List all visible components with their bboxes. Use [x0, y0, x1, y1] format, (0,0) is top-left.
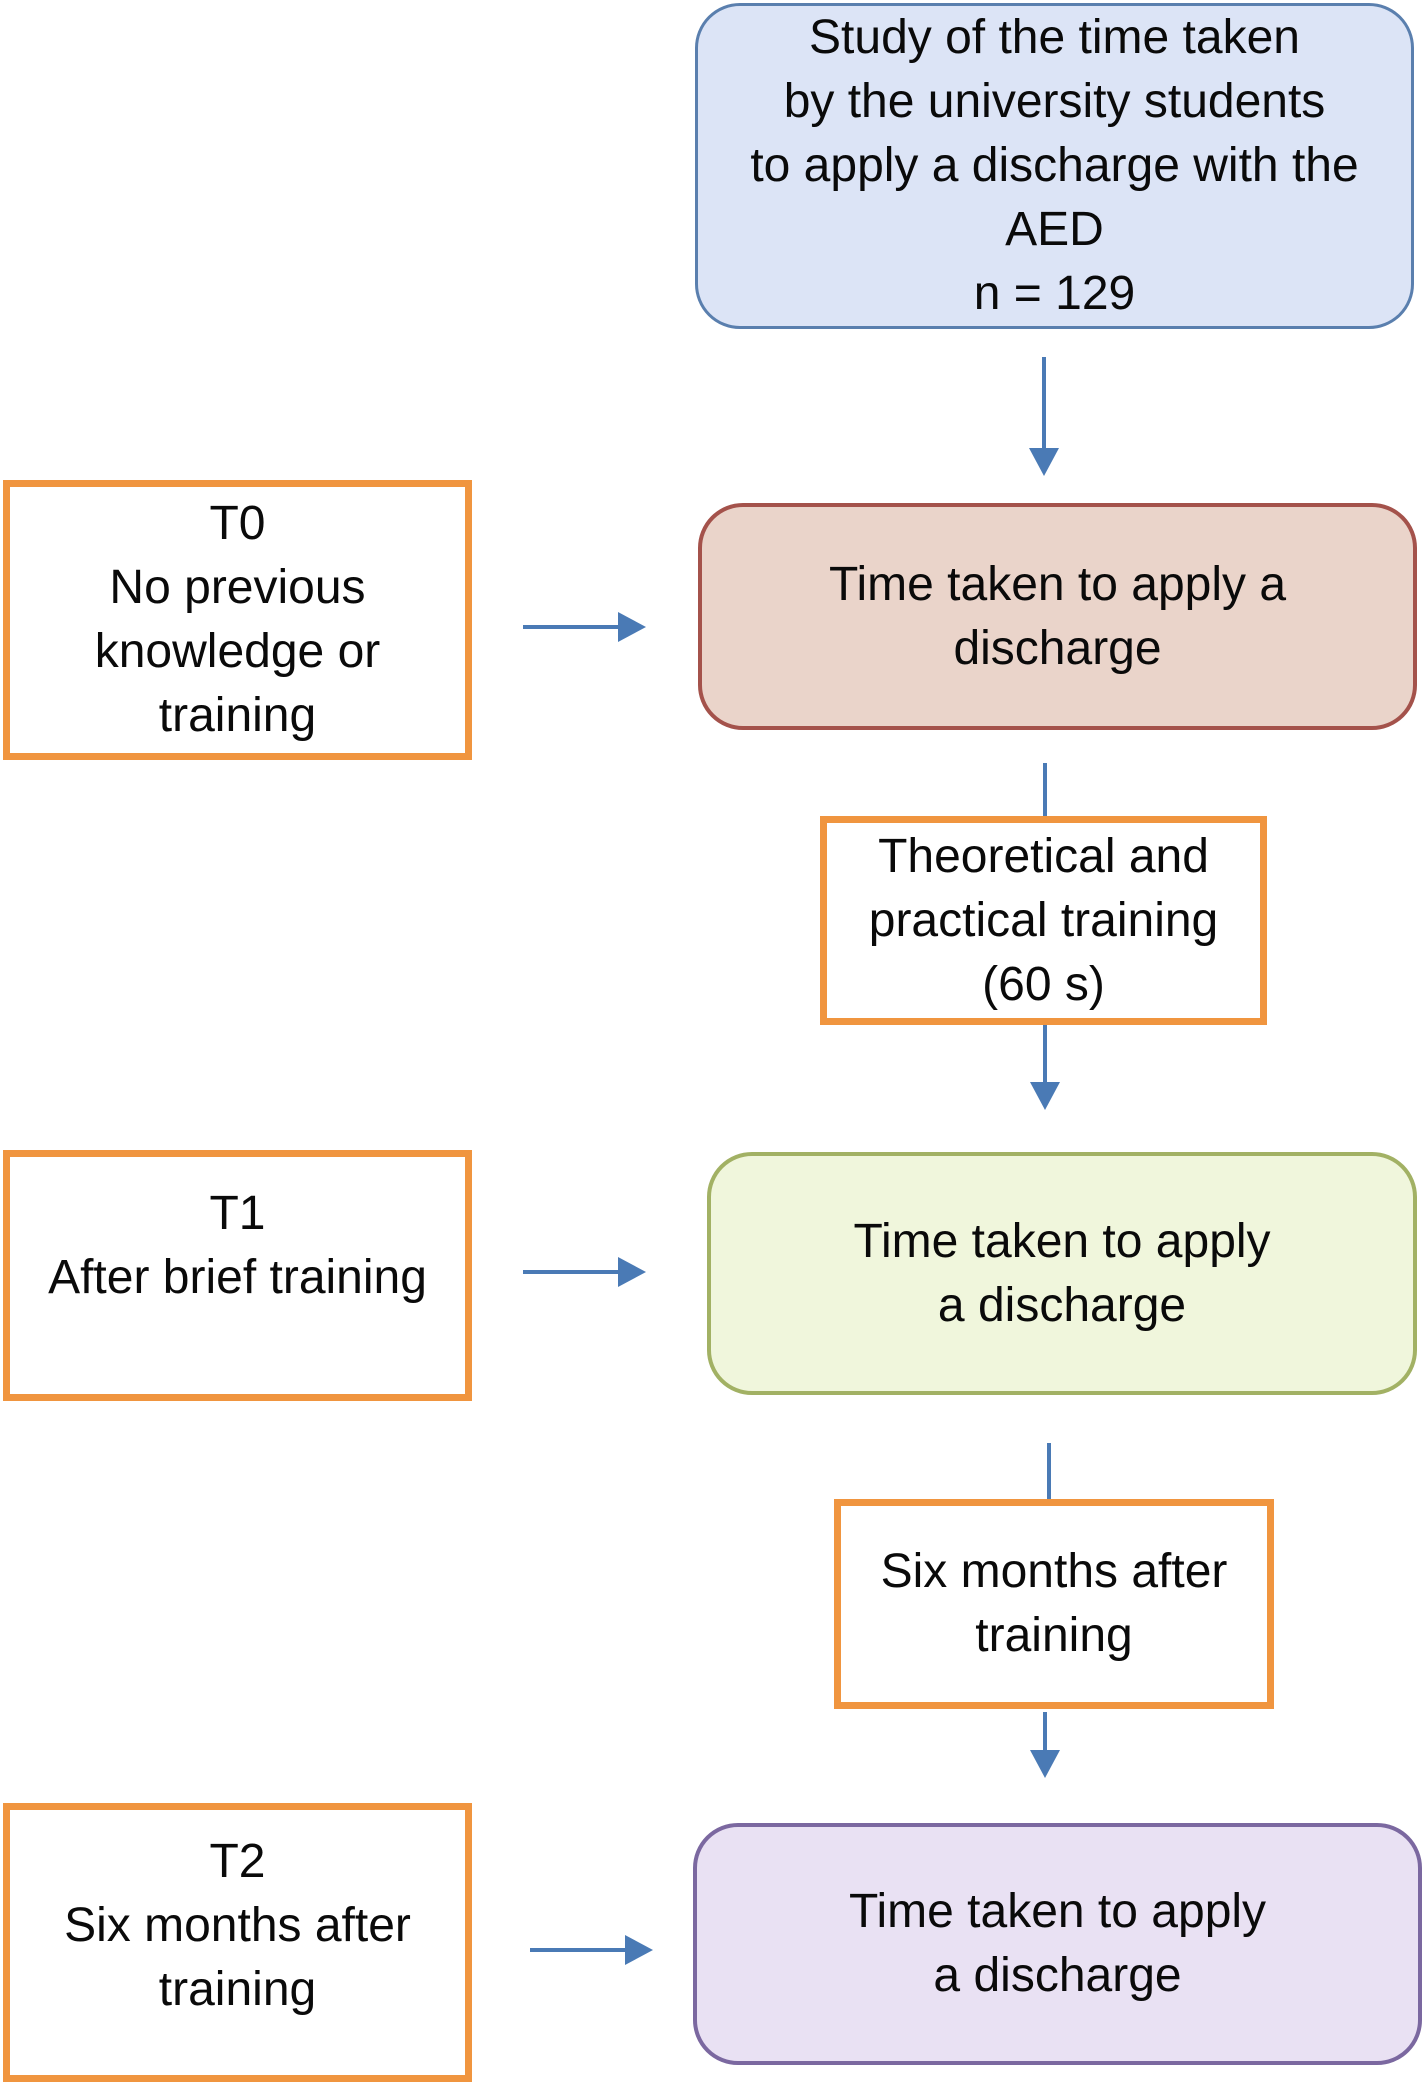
- connector-outcome-t1-to-six-months: [1047, 1443, 1051, 1499]
- study-population-box: Study of the time taken by the universit…: [695, 3, 1414, 329]
- training-intervention-box: Theoretical and practical training (60 s…: [820, 816, 1267, 1025]
- arrow-t0-to-outcome: [523, 625, 618, 629]
- arrow-t1-to-outcome: [523, 1270, 618, 1274]
- arrow-study-to-outcome-t0: [1042, 357, 1046, 448]
- t1-label-box: T1 After brief training: [3, 1150, 472, 1401]
- arrow-training-to-outcome-t1: [1043, 1025, 1047, 1082]
- six-months-box: Six months after training: [834, 1499, 1274, 1709]
- arrow-six-months-to-outcome-t2: [1043, 1712, 1047, 1750]
- outcome-t0-box: Time taken to apply a discharge: [698, 503, 1417, 730]
- outcome-t1-box: Time taken to apply a discharge: [707, 1152, 1417, 1395]
- outcome-t2-box: Time taken to apply a discharge: [693, 1823, 1422, 2065]
- connector-outcome-t0-to-training: [1043, 763, 1047, 816]
- t2-label-box: T2 Six months after training: [3, 1803, 472, 2082]
- t0-label-box: T0 No previous knowledge or training: [3, 480, 472, 760]
- arrow-t2-to-outcome: [530, 1948, 625, 1952]
